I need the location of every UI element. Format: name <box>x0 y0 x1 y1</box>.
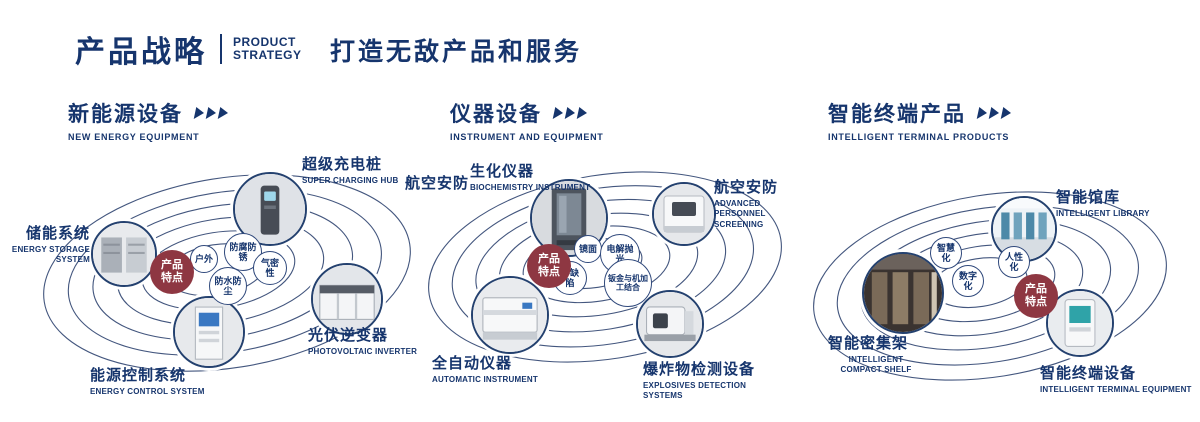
product-label-energy-control: 能源控制系统 ENERGY CONTROL SYSTEM <box>90 367 205 396</box>
product-label-explosives-detection: 爆炸物检测设备 EXPLOSIVES DETECTION SYSTEMS <box>643 361 756 401</box>
brand-divider <box>220 34 222 64</box>
product-label-intelligent-library: 智能馆库 INTELLIGENT LIBRARY <box>1056 189 1150 218</box>
section-header-new-energy: 新能源设备 NEW ENERGY EQUIPMENT <box>68 98 230 142</box>
slogan-text: 打造无敌产品和服务 <box>330 38 583 66</box>
product-label-biochemistry: 生化仪器 BIOCHEMISTRY INSTRUMENT <box>470 163 591 192</box>
product-label-automatic-instrument: 全自动仪器 AUTOMATIC INSTRUMENT <box>432 355 538 384</box>
product-photo-energy-storage <box>91 221 157 287</box>
product-photo-intelligent-terminal <box>1046 289 1114 357</box>
energy-control-photo <box>175 298 243 366</box>
product-photo-personnel-screening <box>652 182 716 246</box>
page-title: 产品战略 <box>75 36 207 69</box>
section-subtitle-en: INTELLIGENT TERMINAL PRODUCTS <box>828 132 1010 142</box>
product-label-aviation-security-right: 航空安防 ADVANCED PERSONNEL SCREENING <box>714 179 779 229</box>
section-subtitle-en: NEW ENERGY EQUIPMENT <box>68 132 200 142</box>
triple-chevron-icon <box>552 107 589 119</box>
section-title: 智能终端产品 <box>828 103 966 126</box>
product-photo-automatic-instrument <box>471 276 549 354</box>
terminal-photo <box>1048 291 1112 355</box>
product-label-energy-storage: 储能系统 ENERGY STORAGE SYSTEM <box>11 225 90 265</box>
product-photo-pv-inverter <box>311 263 383 335</box>
feature-bubble: 钣金与机加工结合 <box>604 259 652 307</box>
product-photo-biochemistry <box>530 179 608 257</box>
automatic-instrument-photo <box>473 278 547 352</box>
section-header-intelligent-terminal: 智能终端产品 INTELLIGENT TERMINAL PRODUCTS <box>828 98 1013 142</box>
product-photo-energy-control <box>173 296 245 368</box>
product-photo-super-charging-hub <box>233 172 307 246</box>
feature-bubble: 人性化 <box>998 246 1030 278</box>
section-subtitle-en: INSTRUMENT AND EQUIPMENT <box>450 132 604 142</box>
feature-bubble: 智慧化 <box>930 237 962 269</box>
section-title: 新能源设备 <box>68 103 183 126</box>
feature-badge: 产品特点 <box>150 250 194 294</box>
product-label-compact-shelf: 智能密集架 INTELLIGENT COMPACT SHELF <box>828 335 912 375</box>
feature-badge: 产品特点 <box>527 244 571 288</box>
section-header-instrument: 仪器设备 INSTRUMENT AND EQUIPMENT <box>450 98 603 142</box>
energy-storage-photo <box>93 223 155 285</box>
explosives-detection-photo <box>638 292 702 356</box>
product-label-aviation-security-left: 航空安防 <box>405 175 470 192</box>
product-label-super-charging-hub: 超级充电桩 SUPER CHARGING HUB <box>302 156 399 185</box>
personnel-screening-photo <box>654 184 714 244</box>
brand-block: 产品战略 PRODUCT STRATEGY <box>75 27 301 71</box>
product-photo-compact-shelf <box>862 252 944 334</box>
product-label-pv-inverter: 光伏逆变器 PHOTOVOLTAIC INVERTER <box>308 327 418 356</box>
page-title-en: PRODUCT STRATEGY <box>233 34 302 62</box>
charging-hub-photo <box>235 174 305 244</box>
biochemistry-photo <box>532 181 606 255</box>
product-photo-explosives-detection <box>636 290 704 358</box>
pv-inverter-photo <box>313 265 381 333</box>
triple-chevron-icon <box>193 107 230 119</box>
feature-bubble: 气密性 <box>253 251 287 285</box>
feature-bubble: 数字化 <box>952 265 984 297</box>
feature-bubble: 防水防尘 <box>209 267 247 305</box>
feature-bubble: 户外 <box>190 245 218 273</box>
feature-bubble: 镜面 <box>574 235 602 263</box>
compact-shelf-photo <box>864 254 942 332</box>
section-title: 仪器设备 <box>450 103 542 126</box>
product-label-intelligent-terminal: 智能终端设备 INTELLIGENT TERMINAL EQUIPMENT <box>1040 365 1192 394</box>
library-photo <box>993 198 1055 260</box>
feature-badge: 产品特点 <box>1014 274 1058 318</box>
triple-chevron-icon <box>976 107 1013 119</box>
